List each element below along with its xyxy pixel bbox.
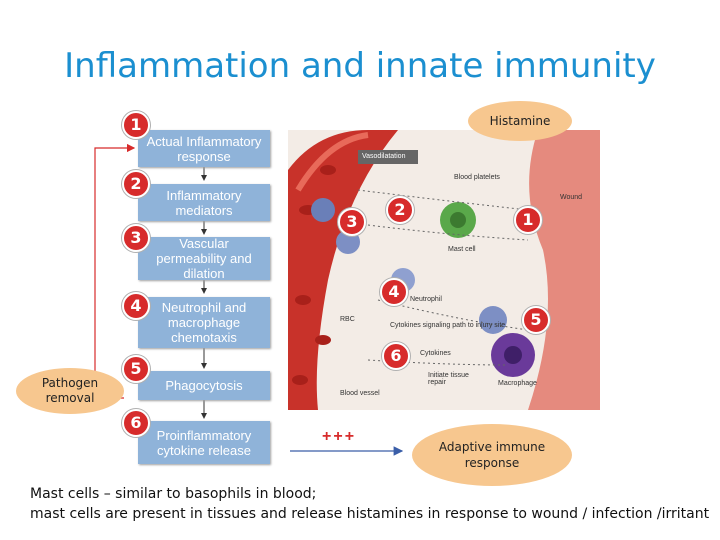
initiate-repair-label: Initiate tissue repair — [428, 372, 469, 386]
step-number-4: 4 — [122, 292, 150, 320]
vasodilatation-label: Vasodilatation — [362, 153, 406, 160]
step-box-2: Inflammatory mediators — [138, 184, 270, 221]
mast-cell-label: Mast cell — [448, 246, 476, 253]
step-box-4: Neutrophil and macrophage chemotaxis — [138, 297, 270, 348]
cytokines-label: Cytokines — [420, 350, 451, 357]
step-label-2: Inflammatory mediators — [166, 187, 242, 218]
ill-number-1: 1 — [514, 206, 542, 234]
step-box-6: Proinflammatory cytokine release — [138, 421, 270, 464]
ill-number-6: 6 — [382, 342, 410, 370]
step-number-2: 2 — [122, 170, 150, 198]
wound-label: Wound — [560, 194, 583, 201]
histamine-ellipse: Histamine — [468, 101, 572, 141]
caption-line-1: Mast cells – similar to basophils in blo… — [30, 486, 317, 502]
illustration-drawing — [288, 130, 600, 410]
step-label-5: Phagocytosis — [165, 378, 243, 393]
step-number-3: 3 — [122, 224, 150, 252]
histamine-label: Histamine — [489, 114, 551, 128]
page-title: Inflammation and innate immunity — [64, 46, 656, 86]
step-number-6: 6 — [122, 409, 150, 437]
step-label-1: Actual Inflammatory response — [146, 133, 262, 164]
step-number-1: 1 — [122, 111, 150, 139]
pathogen-removal-ellipse: Pathogen removal — [16, 368, 124, 414]
step-label-6: Proinflammatory cytokine release — [156, 427, 252, 458]
step-box-1: Actual Inflammatory response — [138, 130, 270, 167]
step-label-4: Neutrophil and macrophage chemotaxis — [161, 300, 247, 345]
pathogen-removal-label: Pathogen removal — [41, 376, 99, 405]
step-number-5: 5 — [122, 355, 150, 383]
ill-number-2: 2 — [386, 196, 414, 224]
step-box-5: Phagocytosis — [138, 371, 270, 400]
ill-number-3: 3 — [338, 208, 366, 236]
step-label-3: Vascular permeability and dilation — [156, 236, 252, 281]
ill-number-5: 5 — [522, 306, 550, 334]
cytokines-path-label: Cytokines signaling path to injury site — [390, 322, 506, 329]
neutrophil-label: Neutrophil — [410, 296, 442, 303]
rbc-label: RBC — [340, 316, 355, 323]
adaptive-response-ellipse: Adaptive immune response — [412, 424, 572, 486]
blood-platelets-label: Blood platelets — [454, 174, 500, 181]
plus-signs: +++ — [322, 428, 357, 445]
adaptive-response-label: Adaptive immune response — [438, 440, 546, 470]
caption-line-2: mast cells are present in tissues and re… — [30, 506, 710, 522]
inflammation-illustration: Vasodilatation Blood platelets Wound Mas… — [288, 130, 600, 410]
blood-vessel-label: Blood vessel — [340, 390, 380, 397]
ill-number-4: 4 — [380, 278, 408, 306]
step-box-3: Vascular permeability and dilation — [138, 236, 270, 281]
macrophage-label: Macrophage — [498, 380, 537, 387]
